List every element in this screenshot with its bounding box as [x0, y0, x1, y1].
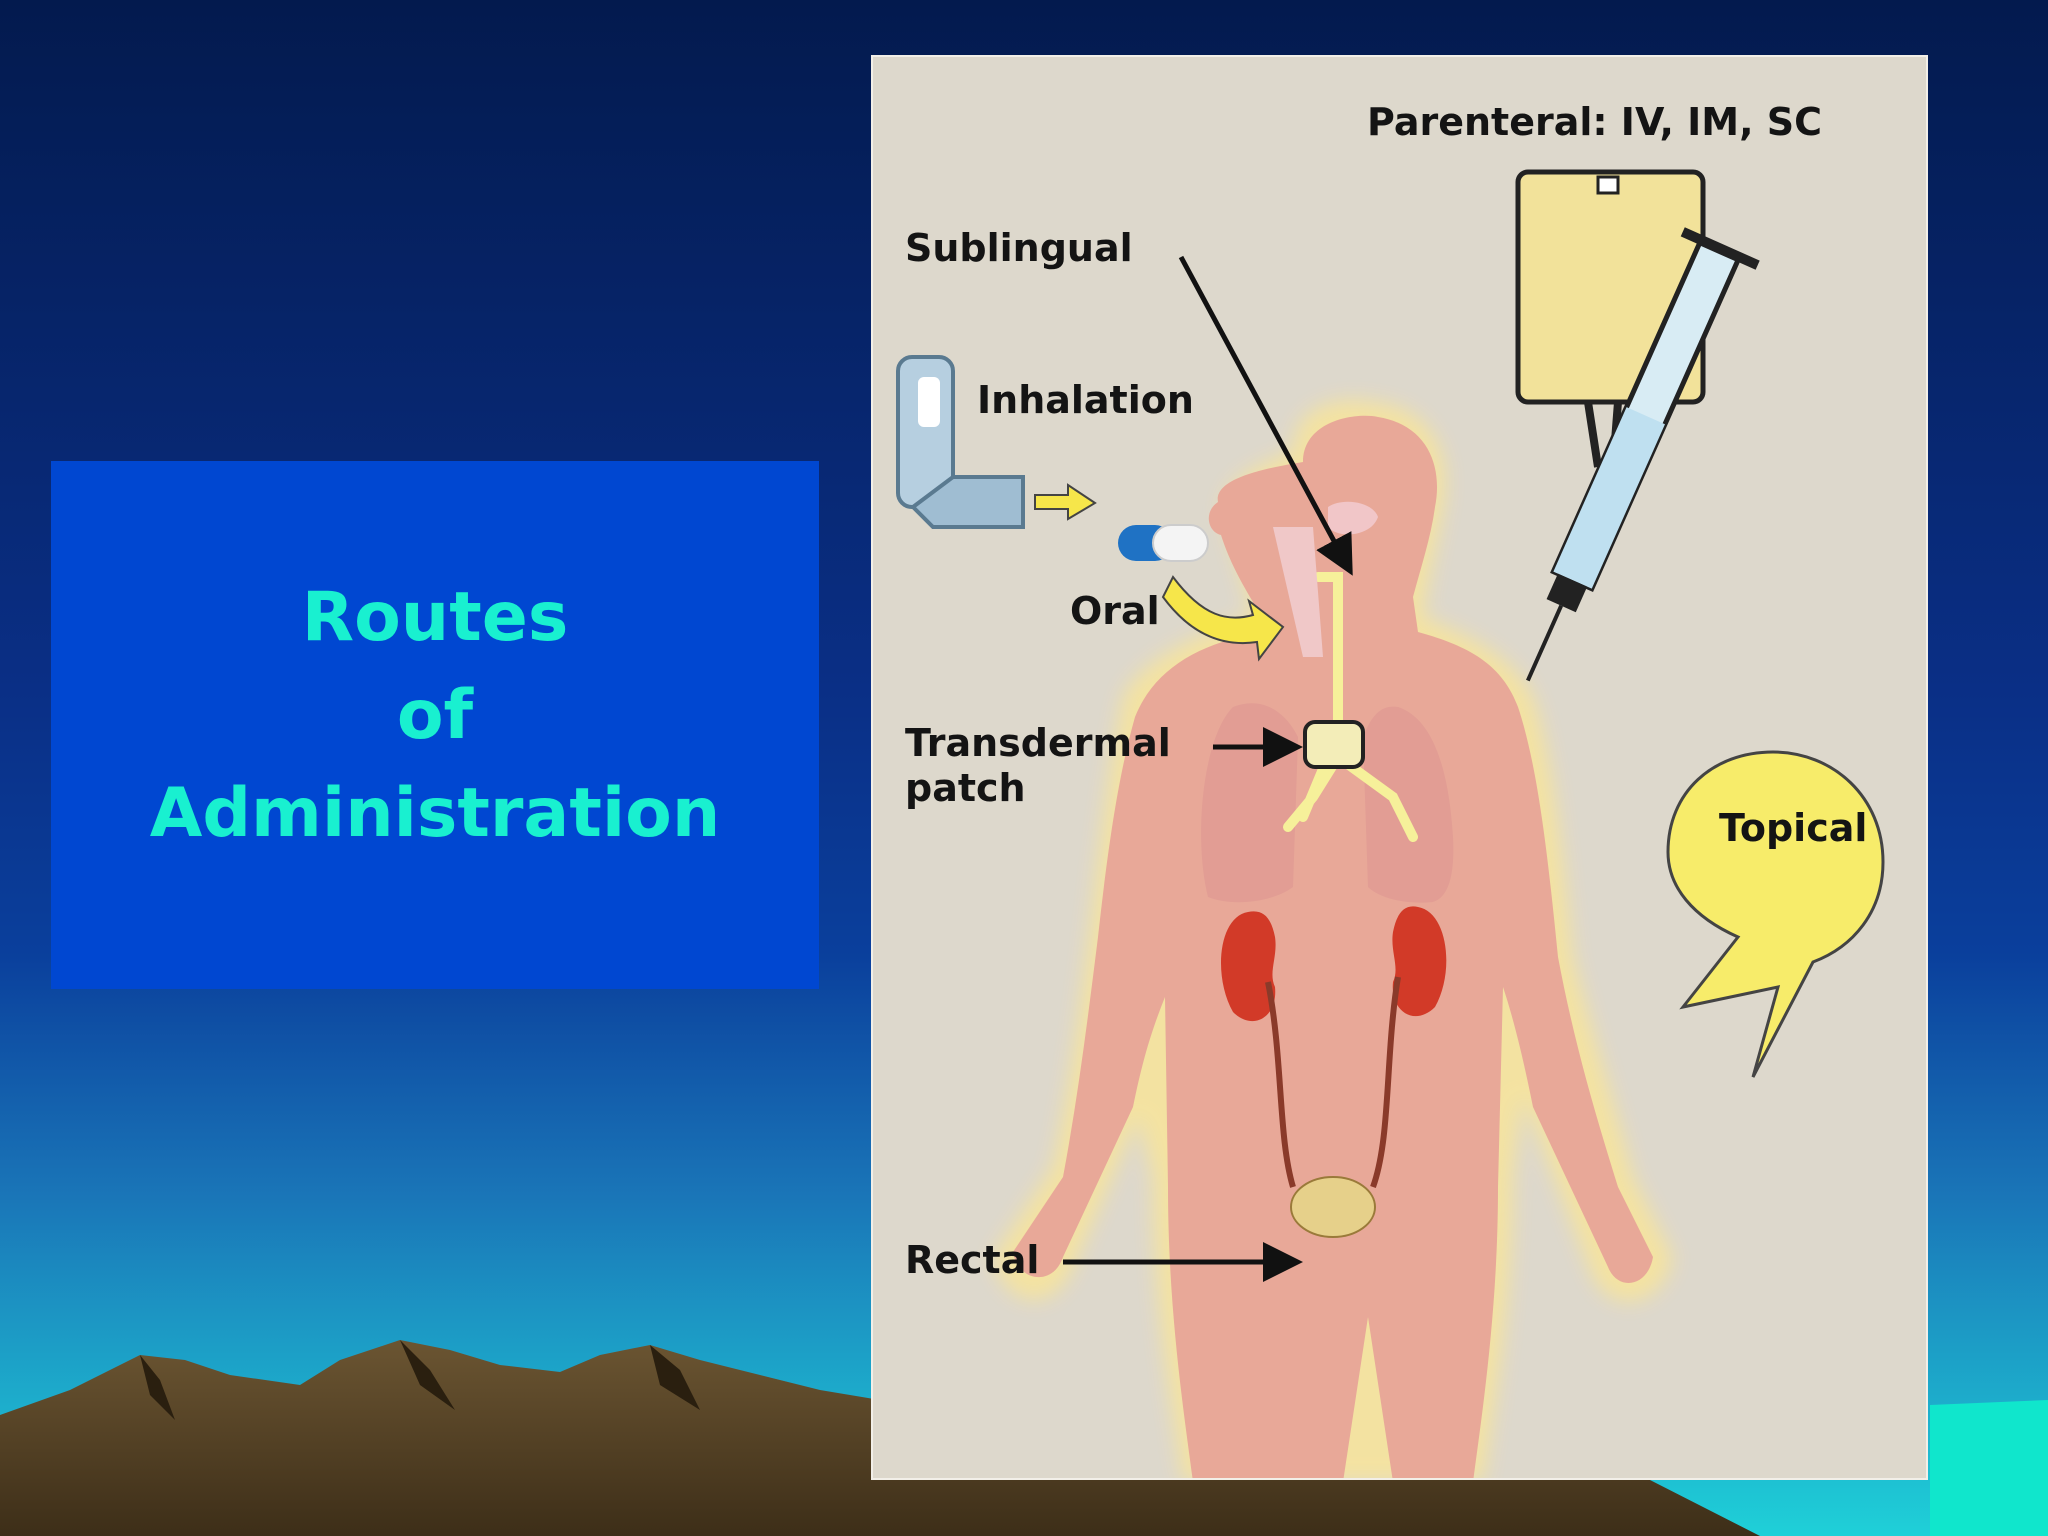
- body-silhouette: [1013, 415, 1653, 1478]
- bladder: [1290, 1176, 1376, 1238]
- title-line-3: Administration: [149, 774, 721, 853]
- ureters: [1265, 976, 1401, 1189]
- title-box: Routes of Administration: [51, 461, 819, 989]
- iv-bag-hanger: [1596, 175, 1620, 195]
- title-line-1: Routes: [301, 578, 569, 657]
- capsule: [1118, 524, 1209, 562]
- label-transdermal-line1: Transdermal: [905, 721, 1171, 765]
- syringe: [1525, 227, 1760, 682]
- mountain-shadow: [140, 1340, 700, 1420]
- label-parenteral: Parenteral: IV, IM, SC: [1367, 100, 1822, 144]
- label-rectal: Rectal: [905, 1238, 1040, 1282]
- throat: [1273, 527, 1323, 657]
- label-transdermal-line2: patch: [905, 766, 1026, 810]
- oral-arrow: [1161, 575, 1285, 662]
- inhaler-arrow: [1034, 483, 1097, 521]
- kidney-left: [1221, 911, 1276, 1022]
- inhaler-device: [896, 355, 1025, 529]
- label-oral: Oral: [1070, 589, 1160, 633]
- title-line-2: of: [396, 676, 474, 755]
- kidney-right: [1392, 906, 1447, 1017]
- sublingual-arrow: [1178, 255, 1353, 576]
- patch: [1303, 720, 1365, 769]
- mouth-area: [1328, 501, 1378, 535]
- label-sublingual: Sublingual: [905, 226, 1133, 270]
- slide-title: Routes of Administration: [150, 569, 721, 863]
- topical-bubble: [1666, 750, 1885, 1078]
- teal-corner: [1930, 1400, 2048, 1536]
- label-topical: Topical: [1719, 806, 1868, 850]
- routes-diagram: Parenteral: IV, IM, SC Sublingual Inhala…: [871, 55, 1928, 1480]
- body-illustration: [896, 169, 1885, 1478]
- label-inhalation: Inhalation: [977, 378, 1194, 422]
